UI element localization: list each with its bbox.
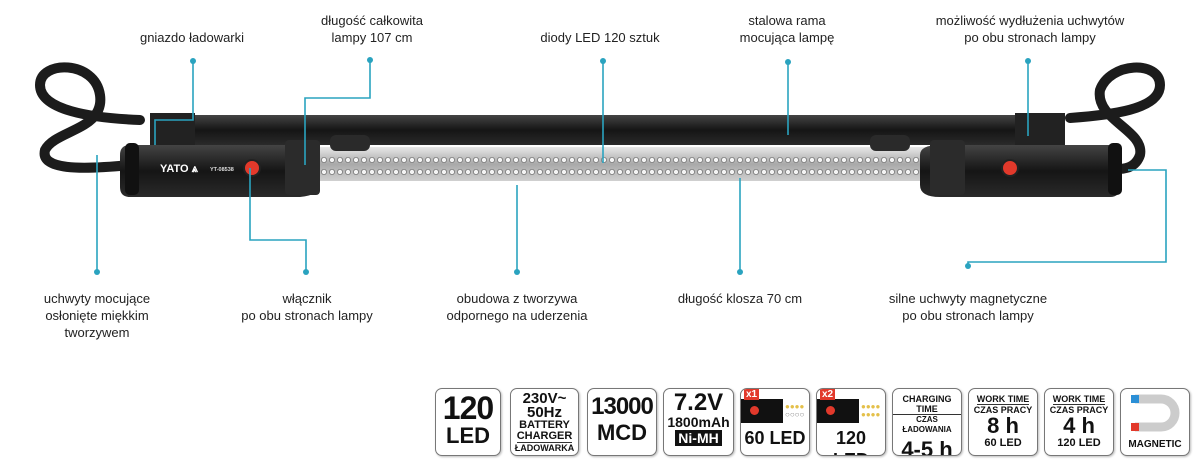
badge-charger: 230V~ 50Hz BATTERY CHARGER ŁADOWARKA <box>510 388 579 456</box>
callout-leds: diody LED 120 sztuk <box>540 29 659 46</box>
label-text: gniazdo ładowarki <box>139 30 245 45</box>
right-flexible-hose <box>1065 62 1166 174</box>
badge-value: 13000 <box>591 393 654 420</box>
left-flexible-hose <box>34 62 145 173</box>
callout-charger-socket: gniazdo ładowarki <box>140 29 244 46</box>
badge-text: ŁADOWARKA <box>514 443 575 453</box>
callout-switch: włącznik po obu stronach lampy <box>241 290 373 324</box>
label-line: stalowa rama <box>748 13 826 28</box>
badge-text: CZAS PRACY <box>1049 405 1109 415</box>
mode-icon: x2 ●●●●●●●● <box>817 389 885 427</box>
badge-text: CZAS ŁADOWANIA <box>902 415 952 434</box>
brand-logo: YATO ⩓ <box>160 163 199 175</box>
badge-magnetic: MAGNETIC <box>1120 388 1190 456</box>
badge-text: CHARGER <box>516 430 573 443</box>
label-line: długość całkowita <box>321 13 423 28</box>
label-line: uchwyty mocujące <box>43 291 151 306</box>
badge-led-count: 120 LED <box>435 388 501 456</box>
right-handle <box>920 145 1120 197</box>
badge-charging-time: CHARGING TIME CZAS ŁADOWANIA 4-5 h <box>892 388 962 456</box>
badge-sub: 60 LED <box>984 437 1022 449</box>
callout-soft-handles: uchwyty mocujące osłonięte miękkim tworzyw… <box>44 290 150 341</box>
left-handle <box>120 145 320 197</box>
label-line: osłonięte miękkim <box>45 308 149 323</box>
badge-text: CZAS PRACY <box>973 405 1033 415</box>
badge-work-time-120: WORK TIME CZAS PRACY 4 h 120 LED <box>1044 388 1114 456</box>
label-line: po obu stronach lampy <box>902 308 1034 323</box>
badge-capacity: 1800mAh <box>667 414 730 430</box>
label-line: lampy 107 cm <box>331 30 413 45</box>
label-line: tworzywem <box>64 325 130 340</box>
label-line: po obu stronach lampy <box>964 30 1096 45</box>
badge-work-time-60: WORK TIME CZAS PRACY 8 h 60 LED <box>968 388 1038 456</box>
badge-mode-60: x1 ●●●●○○○○ 60 LED <box>740 388 810 456</box>
model-number: YT-08538 <box>210 167 234 173</box>
lamp-illustration: YATO ⩓ YT-08538 <box>34 57 1167 275</box>
steel-frame <box>150 115 1040 145</box>
label-line: włącznik <box>282 291 332 306</box>
badge-label: 120 LED <box>833 428 869 455</box>
badge-voltage: 7.2V <box>673 389 724 416</box>
magnet-icon <box>1131 394 1180 432</box>
badge-label: MAGNETIC <box>1128 439 1182 450</box>
label-text: diody LED 120 sztuk <box>540 30 660 45</box>
badge-unit: MCD <box>596 420 648 445</box>
badge-mcd: 13000 MCD <box>587 388 657 456</box>
badge-text: CHARGING TIME <box>893 394 961 415</box>
right-power-button-icon <box>1001 159 1019 177</box>
badge-type: Ni-MH <box>675 430 722 446</box>
led-array <box>320 151 940 175</box>
left-power-button-icon <box>243 159 261 177</box>
callout-handle-extension: możliwość wydłużenia uchwytów po obu stro… <box>936 12 1125 46</box>
label-text: długość klosza 70 cm <box>677 291 803 306</box>
press-count: x2 <box>820 389 836 400</box>
badge-unit: LED <box>446 423 490 448</box>
badge-text: WORK TIME <box>976 394 1030 405</box>
badge-value: 4 h <box>1063 413 1095 438</box>
label-line: silne uchwyty magnetyczne <box>888 291 1048 306</box>
label-line: mocująca lampę <box>739 30 835 45</box>
press-count: x1 <box>744 389 760 400</box>
badge-mode-120: x2 ●●●●●●●● 120 LED <box>816 388 886 456</box>
badge-sub: 120 LED <box>1057 437 1101 449</box>
callout-magnetic-handles: silne uchwyty magnetyczne po obu stronach… <box>889 290 1047 324</box>
callout-total-length: długość całkowita lampy 107 cm <box>321 12 423 46</box>
badge-value: 4-5 h <box>901 437 953 456</box>
badge-voltage: 230V~ <box>522 390 567 407</box>
callout-steel-frame: stalowa rama mocująca lampę <box>740 12 835 46</box>
callout-diffuser-length: długość klosza 70 cm <box>678 290 802 307</box>
label-line: odpornego na uderzenia <box>446 308 588 323</box>
badge-battery: 7.2V 1800mAh Ni-MH <box>663 388 734 456</box>
mode-icon: x1 ●●●●○○○○ <box>741 389 809 427</box>
callout-dots <box>94 57 1031 275</box>
badge-label: 60 LED <box>744 428 806 448</box>
badge-value: 8 h <box>987 413 1019 438</box>
label-line: po obu stronach lampy <box>241 308 373 323</box>
badge-text: WORK TIME <box>1052 394 1106 405</box>
badge-text: BATTERY <box>519 419 570 431</box>
callout-housing: obudowa z tworzywa odpornego na uderzenia <box>447 290 588 324</box>
label-line: możliwość wydłużenia uchwytów <box>935 13 1125 28</box>
badge-value: 120 <box>442 390 494 426</box>
badge-frequency: 50Hz <box>526 404 563 421</box>
label-line: obudowa z tworzywa <box>456 291 578 306</box>
